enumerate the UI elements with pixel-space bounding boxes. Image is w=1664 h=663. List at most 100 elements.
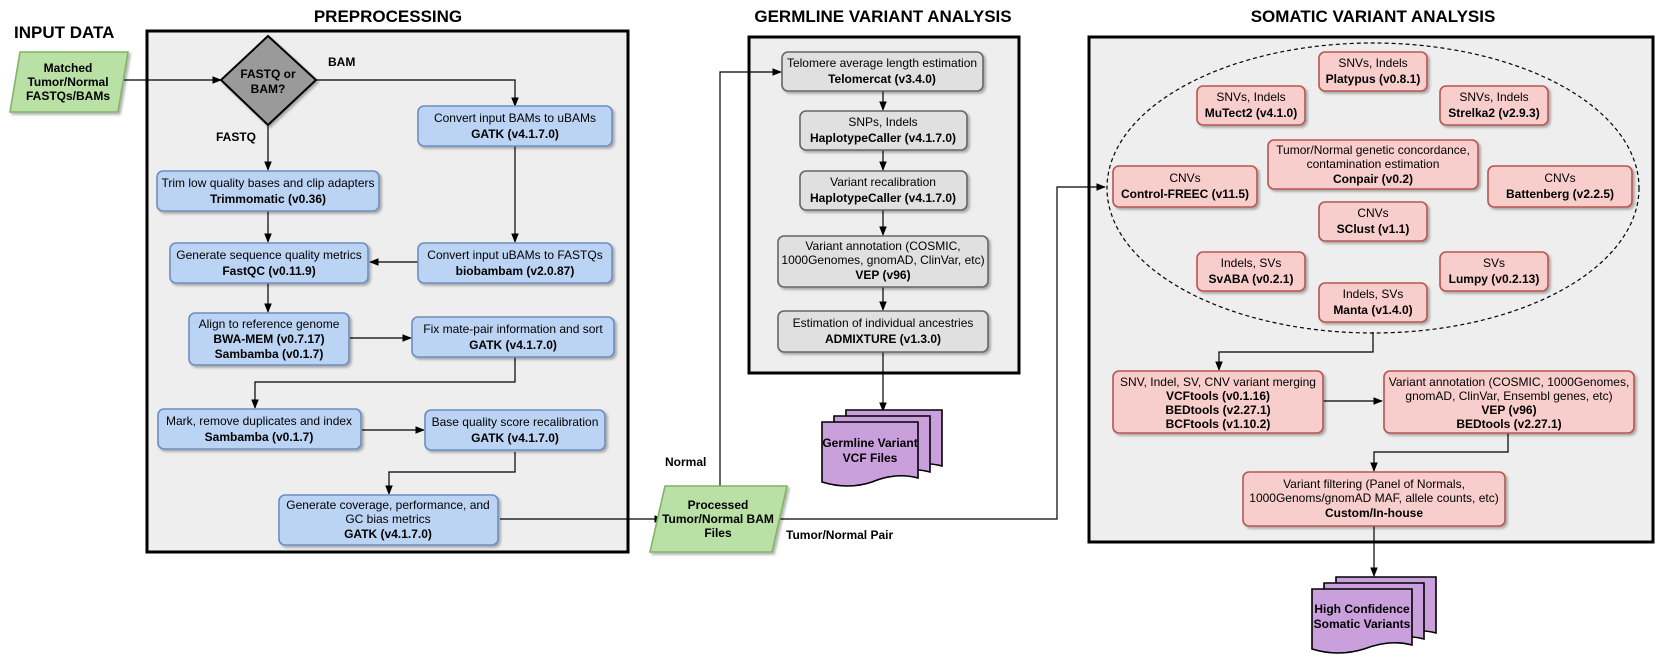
node-trim: Trim low quality bases and clip adapters… — [156, 170, 380, 212]
svg-text:Lumpy (v0.2.13): Lumpy (v0.2.13) — [1449, 272, 1540, 286]
svg-text:Variant annotation (COSMIC, 10: Variant annotation (COSMIC, 1000Genomes, — [1389, 375, 1630, 389]
svg-text:Fix mate-pair information and: Fix mate-pair information and sort — [423, 322, 603, 336]
svg-text:biobambam (v2.0.87): biobambam (v2.0.87) — [456, 264, 575, 278]
svg-text:Variant annotation (COSMIC,: Variant annotation (COSMIC, — [805, 239, 960, 253]
germline-output-node: Germline Variant VCF Files — [821, 409, 943, 487]
svg-text:Variant recalibration: Variant recalibration — [830, 175, 936, 189]
node-mutect: SNVs, Indels MuTect2 (v4.1.0) — [1196, 85, 1306, 126]
svg-text:VCF Files: VCF Files — [843, 451, 898, 465]
svg-text:VEP (v96): VEP (v96) — [1481, 403, 1536, 417]
svg-text:contamination estimation: contamination estimation — [1307, 157, 1440, 171]
svg-text:SVs: SVs — [1483, 256, 1505, 270]
processed-node: Processed Tumor/Normal BAM Files — [648, 485, 789, 553]
node-merge: SNV, Indel, SV, CNV variant merging VCFt… — [1112, 370, 1324, 434]
node-qc: Generate sequence quality metrics FastQC… — [169, 242, 369, 284]
svg-text:CNVs: CNVs — [1544, 171, 1575, 185]
node-coverage: Generate coverage, performance, and GC b… — [278, 494, 499, 546]
svg-text:Custom/In-house: Custom/In-house — [1325, 506, 1423, 520]
svg-text:CNVs: CNVs — [1169, 171, 1200, 185]
node-matepair: Fix mate-pair information and sort GATK … — [411, 316, 615, 358]
node-manta: Indels, SVs Manta (v1.4.0) — [1318, 282, 1428, 323]
node-convert-fastq: Convert input uBAMs to FASTQs biobambam … — [417, 242, 613, 284]
decision-line-2: BAM? — [251, 82, 286, 96]
svg-text:SNVs, Indels: SNVs, Indels — [1459, 90, 1528, 104]
section-title-somatic: SOMATIC VARIANT ANALYSIS — [1251, 7, 1496, 26]
svg-text:Platypus (v0.8.1): Platypus (v0.8.1) — [1326, 72, 1421, 86]
svg-text:BWA-MEM (v0.7.17): BWA-MEM (v0.7.17) — [213, 332, 324, 346]
svg-text:SClust (v1.1): SClust (v1.1) — [1337, 222, 1410, 236]
svg-text:HaplotypeCaller (v4.1.7.0): HaplotypeCaller (v4.1.7.0) — [810, 131, 956, 145]
svg-text:VCFtools (v0.1.16): VCFtools (v0.1.16) — [1166, 389, 1270, 403]
svg-text:1000Genoms/gnomAD MAF, allele: 1000Genoms/gnomAD MAF, allele counts, et… — [1249, 491, 1498, 505]
svg-text:1000Genomes, gnomAD, ClinVar,: 1000Genomes, gnomAD, ClinVar, etc) — [781, 253, 984, 267]
svg-text:GATK (v4.1.7.0): GATK (v4.1.7.0) — [469, 338, 557, 352]
svg-text:ADMIXTURE (v1.3.0): ADMIXTURE (v1.3.0) — [825, 332, 941, 346]
fastq-label: FASTQ — [216, 130, 256, 144]
svg-text:Battenberg (v2.2.5): Battenberg (v2.2.5) — [1506, 187, 1614, 201]
svg-text:Indels, SVs: Indels, SVs — [1221, 256, 1282, 270]
node-recal: Variant recalibration HaplotypeCaller (v… — [799, 170, 968, 211]
svg-text:VEP (v96): VEP (v96) — [855, 268, 910, 282]
svg-text:CNVs: CNVs — [1357, 206, 1388, 220]
svg-text:BEDtools (v2.27.1): BEDtools (v2.27.1) — [1165, 403, 1270, 417]
section-title-preprocessing: PREPROCESSING — [314, 7, 462, 26]
svg-text:Sambamba (v0.1.7): Sambamba (v0.1.7) — [215, 347, 324, 361]
pair-label: Tumor/Normal Pair — [786, 528, 893, 542]
node-telomere: Telomere average length estimation Telom… — [781, 51, 984, 92]
node-align: Align to reference genome BWA-MEM (v0.7.… — [188, 312, 350, 366]
svg-text:Control-FREEC (v11.5): Control-FREEC (v11.5) — [1121, 187, 1249, 201]
decision-line-1: FASTQ or — [240, 67, 296, 81]
section-title-input: INPUT DATA — [14, 23, 114, 42]
svg-text:Processed: Processed — [688, 498, 749, 512]
svg-text:Mark, remove duplicates and in: Mark, remove duplicates and index — [166, 414, 352, 428]
bam-label: BAM — [328, 55, 355, 69]
node-markdup: Mark, remove duplicates and index Sambam… — [157, 408, 362, 450]
input-line-3: FASTQs/BAMs — [26, 89, 110, 103]
node-strelka: SNVs, Indels Strelka2 (v2.9.3) — [1439, 85, 1549, 126]
node-haplotype: SNPs, Indels HaplotypeCaller (v4.1.7.0) — [799, 110, 968, 151]
node-filter: Variant filtering (Panel of Normals, 100… — [1242, 471, 1506, 527]
svg-text:Generate coverage, performance: Generate coverage, performance, and — [286, 498, 489, 512]
node-conpair: Tumor/Normal genetic concordance, contam… — [1267, 139, 1479, 190]
edges — [113, 68, 1509, 577]
input-node: Matched Tumor/Normal FASTQs/BAMs — [9, 51, 129, 113]
svg-text:Tumor/Normal BAM: Tumor/Normal BAM — [662, 512, 774, 526]
svg-text:Align to reference genome: Align to reference genome — [199, 317, 340, 331]
normal-label: Normal — [665, 455, 706, 469]
svg-text:Trimmomatic (v0.36): Trimmomatic (v0.36) — [210, 192, 326, 206]
svg-text:Sambamba (v0.1.7): Sambamba (v0.1.7) — [205, 430, 314, 444]
node-germline-annot: Variant annotation (COSMIC, 1000Genomes,… — [777, 235, 989, 288]
node-bqsr: Base quality score recalibration GATK (v… — [424, 409, 606, 451]
svg-text:GATK (v4.1.7.0): GATK (v4.1.7.0) — [471, 127, 559, 141]
svg-text:Convert input uBAMs to FASTQs: Convert input uBAMs to FASTQs — [427, 248, 602, 262]
svg-text:SNVs, Indels: SNVs, Indels — [1216, 90, 1285, 104]
svg-text:Strelka2 (v2.9.3): Strelka2 (v2.9.3) — [1448, 106, 1539, 120]
svg-text:HaplotypeCaller (v4.1.7.0): HaplotypeCaller (v4.1.7.0) — [810, 191, 956, 205]
svg-text:SvABA (v0.2.1): SvABA (v0.2.1) — [1209, 272, 1294, 286]
svg-text:GC bias metrics: GC bias metrics — [345, 512, 430, 526]
svg-text:Estimation of individual ances: Estimation of individual ancestries — [793, 316, 974, 330]
svg-text:Indels, SVs: Indels, SVs — [1343, 287, 1404, 301]
svg-text:Germline Variant: Germline Variant — [822, 436, 917, 450]
svg-text:Base quality score recalibrati: Base quality score recalibration — [432, 415, 599, 429]
svg-text:Trim low quality bases and cli: Trim low quality bases and clip adapters — [162, 176, 375, 190]
svg-text:SNV, Indel, SV, CNV variant me: SNV, Indel, SV, CNV variant merging — [1120, 375, 1316, 389]
svg-text:BEDtools (v2.27.1): BEDtools (v2.27.1) — [1456, 417, 1561, 431]
svg-text:Variant filtering (Panel of No: Variant filtering (Panel of Normals, — [1283, 477, 1465, 491]
node-platypus: SNVs, Indels Platypus (v0.8.1) — [1318, 51, 1428, 92]
svg-text:Telomercat (v3.4.0): Telomercat (v3.4.0) — [828, 72, 936, 86]
svg-text:BCFtools (v1.10.2): BCFtools (v1.10.2) — [1166, 417, 1271, 431]
node-battenberg: CNVs Battenberg (v2.2.5) — [1487, 165, 1633, 208]
input-line-2: Tumor/Normal — [27, 75, 108, 89]
somatic-output-node: High Confidence Somatic Variants — [1311, 576, 1437, 654]
svg-text:SNPs, Indels: SNPs, Indels — [848, 115, 917, 129]
svg-text:SNVs, Indels: SNVs, Indels — [1338, 56, 1407, 70]
somatic-callers-group — [1106, 42, 1640, 334]
svg-text:Tumor/Normal genetic concordan: Tumor/Normal genetic concordance, — [1276, 143, 1470, 157]
node-somatic-annot: Variant annotation (COSMIC, 1000Genomes,… — [1383, 370, 1635, 434]
node-svaba: Indels, SVs SvABA (v0.2.1) — [1196, 251, 1306, 292]
svg-text:Conpair (v0.2): Conpair (v0.2) — [1333, 172, 1413, 186]
decision-node: FASTQ or BAM? — [219, 34, 318, 127]
svg-text:FastQC (v0.11.9): FastQC (v0.11.9) — [222, 264, 315, 278]
